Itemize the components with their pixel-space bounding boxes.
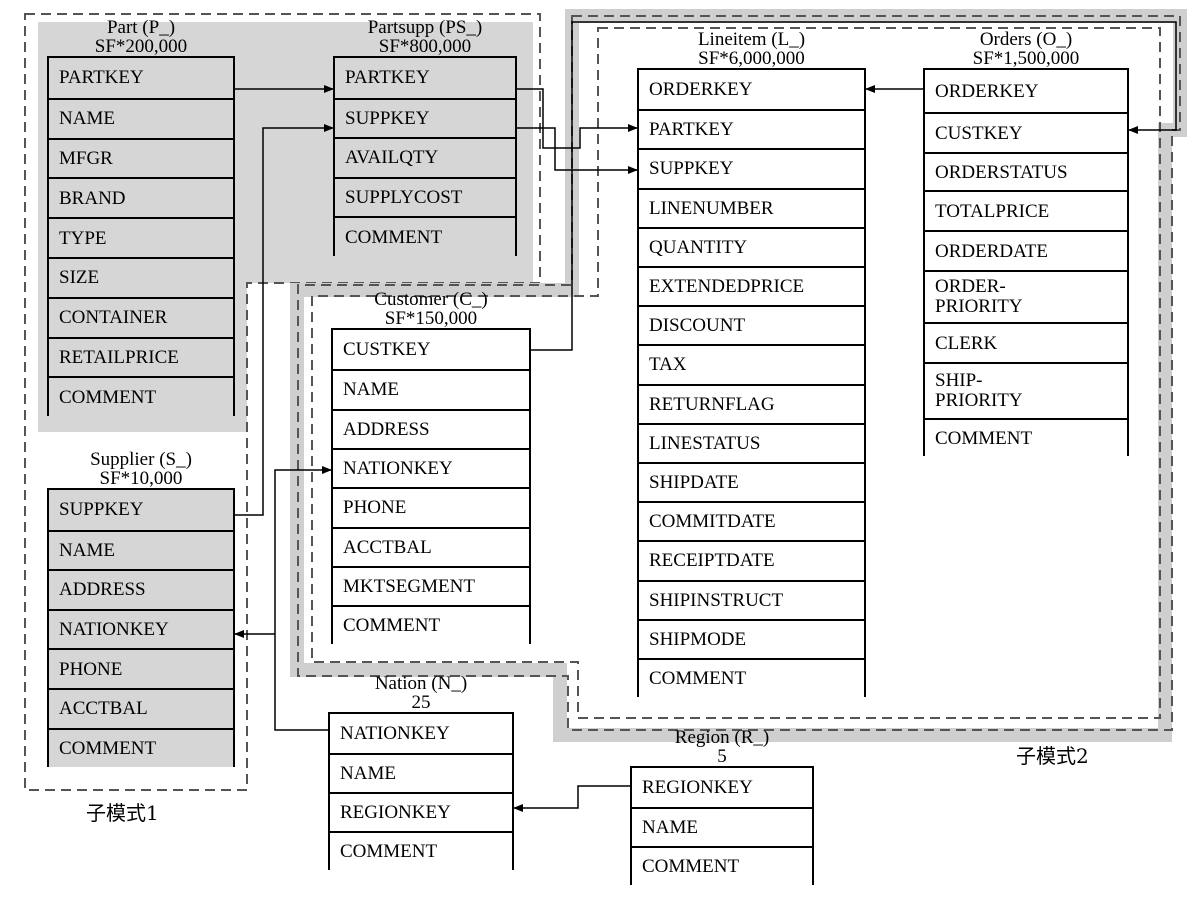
table-field: REGIONKEY [330,792,512,831]
subschema-2-border-inner [311,27,1161,719]
table-field: NATIONKEY [333,447,529,488]
table-title: Part (P_) [106,17,176,38]
table-field: SUPPKEY [335,97,515,138]
table-field: TOTALPRICE [925,190,1127,230]
table-field: NATIONKEY [330,714,512,753]
subschema-2-shade [290,9,1187,742]
table-scale: 5 [717,746,727,767]
table-field: COMMITDATE [639,501,864,541]
table-field: RECEIPTDATE [639,540,864,580]
table-scale: 25 [411,692,431,713]
table-field: ADDRESS [333,408,529,448]
table-field: ORDERKEY [925,70,1127,112]
table-field: REGIONKEY [632,768,812,807]
table-field: NAME [49,97,233,138]
table-title: Customer (C_) [374,289,488,310]
table-field: ADDRESS [49,569,233,609]
table-field: SHIPINSTRUCT [639,579,864,619]
table-field: CUSTKEY [333,330,529,370]
table-field: SUPPKEY [49,490,233,530]
fk-supplier-partsupp [235,124,334,516]
table-field: NATIONKEY [49,608,233,649]
table-field: SHIPDATE [639,462,864,502]
table-field: LINESTATUS [639,422,864,462]
table-field: MKTSEGMENT [333,565,529,606]
table-scale: SF*150,000 [384,308,478,329]
table-field: NAME [632,807,812,846]
table-field: CLERK [925,322,1127,362]
table-field: COMMENT [639,658,864,698]
table-title: Region (R_) [674,727,770,748]
table-field: CONTAINER [49,296,233,337]
table-field: SUPPLYCOST [335,176,515,217]
table-field: SHIPMODE [639,618,864,658]
subschema-2-border-outer [297,15,1181,731]
subschema-1-label: 子模式1 [86,801,159,825]
table-scale: SF*10,000 [99,468,183,489]
table-scale: SF*6,000,000 [698,48,805,69]
fk-customer-orders [531,21,1177,351]
table-field: PARTKEY [639,109,864,149]
table-field: SUPPKEY [639,148,864,188]
table-field: TAX [639,344,864,384]
table-field: SHIP- PRIORITY [925,362,1127,418]
table-field: NAME [330,753,512,792]
table-field: COMMENT [49,376,233,417]
table-scale: SF*1,500,000 [972,48,1080,69]
table-field: QUANTITY [639,226,864,266]
table-scale: SF*200,000 [94,36,188,57]
table-field: LINENUMBER [639,187,864,227]
table-field: COMMENT [335,216,515,256]
table-field: RETURNFLAG [639,383,864,423]
table-title: Lineitem (L_) [697,29,806,50]
table-field: SIZE [49,257,233,297]
table-field: ACCTBAL [333,526,529,566]
table-field: PARTKEY [49,58,233,98]
table-field: AVAILQTY [335,137,515,177]
fk-partsupp-lineitem-suppkey [517,127,638,174]
table-field: ORDERSTATUS [925,152,1127,190]
table-field: COMMENT [333,605,529,645]
table-field: COMMENT [330,831,512,870]
table-field: NAME [49,529,233,570]
table-field: MFGR [49,137,233,178]
subschema-1-border [24,13,541,791]
table-field: ACCTBAL [49,688,233,728]
table-field: TYPE [49,217,233,257]
fk-partsupp-lineitem-partkey [517,88,638,149]
table-field: EXTENDEDPRICE [639,266,864,306]
table-title: Partsupp (PS_) [367,17,483,38]
table-field: COMMENT [49,727,233,768]
table-field: CUSTKEY [925,112,1127,152]
table-field: PHONE [49,648,233,688]
table-field: COMMENT [632,846,812,885]
table-field: PHONE [333,487,529,527]
table-field: COMMENT [925,418,1127,456]
table-scale: SF*800,000 [378,36,472,57]
table-title: Orders (O_) [979,29,1073,50]
table-title: Nation (N_) [374,673,468,694]
table-field: ORDERDATE [925,230,1127,270]
table-title: Supplier (S_) [90,449,192,470]
subschema-2-label: 子模式2 [1016,744,1089,768]
table-field: ORDER- PRIORITY [925,270,1127,322]
fk-nation-customer [274,466,332,731]
table-field: ORDERKEY [639,70,864,110]
table-field: BRAND [49,177,233,218]
fk-region-nation [513,785,630,812]
table-field: PARTKEY [335,58,515,98]
table-field: DISCOUNT [639,305,864,345]
table-field: RETAILPRICE [49,336,233,377]
table-field: NAME [333,369,529,409]
